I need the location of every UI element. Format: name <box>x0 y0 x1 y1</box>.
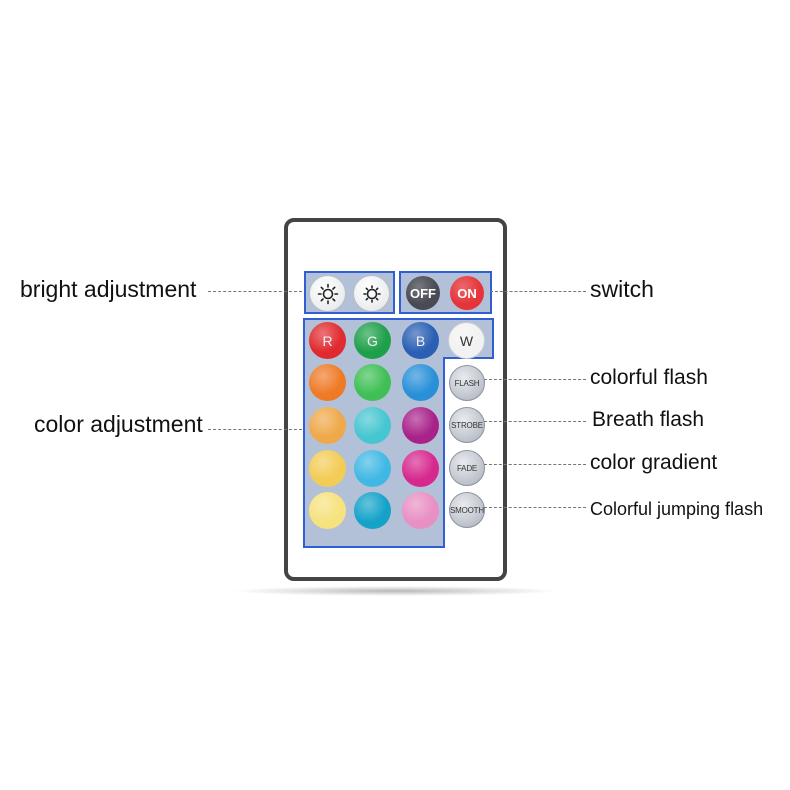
flash-label: FLASH <box>454 378 480 388</box>
blue-button[interactable]: B <box>402 322 439 359</box>
off-label: OFF <box>410 285 436 301</box>
red-button[interactable]: R <box>309 322 346 359</box>
fade-button[interactable]: FADE <box>449 450 485 486</box>
label-bright-adjustment: bright adjustment <box>20 276 197 302</box>
label-breath-flash: Breath flash <box>592 408 705 431</box>
on-button[interactable]: ON <box>450 276 484 310</box>
off-button[interactable]: OFF <box>406 276 440 310</box>
leader-line-color <box>208 429 302 430</box>
green-label: G <box>367 332 378 349</box>
brightness-group <box>304 271 395 314</box>
brightness-down-icon <box>362 284 381 303</box>
smooth-label: SMOOTH <box>450 505 484 515</box>
label-switch: switch <box>590 276 654 302</box>
fade-label: FADE <box>456 463 478 473</box>
color-button-purple[interactable] <box>402 407 439 444</box>
label-color-adjustment: color adjustment <box>34 411 203 437</box>
leader-line-smooth <box>484 507 586 508</box>
strobe-label: STROBE <box>451 420 483 430</box>
brightness-up-icon <box>317 283 338 304</box>
leader-line-bright <box>208 291 302 292</box>
blue-label: B <box>415 332 426 349</box>
smooth-button[interactable]: SMOOTH <box>449 492 485 528</box>
label-colorful-flash: colorful flash <box>590 366 708 389</box>
green-button[interactable]: G <box>354 322 391 359</box>
color-button-light-yellow[interactable] <box>309 492 346 529</box>
color-button-light-blue[interactable] <box>354 450 391 487</box>
flash-button[interactable]: FLASH <box>449 365 485 401</box>
brightness-up-button[interactable] <box>309 275 346 312</box>
color-group-outline <box>303 318 494 548</box>
strobe-button[interactable]: STROBE <box>449 407 485 443</box>
color-button-cyan[interactable] <box>354 407 391 444</box>
remote-shadow <box>230 586 560 596</box>
switch-group: OFF ON <box>399 271 492 314</box>
red-label: R <box>322 332 333 349</box>
label-color-gradient: color gradient <box>590 451 718 474</box>
white-button[interactable]: W <box>448 322 485 359</box>
brightness-down-button[interactable] <box>353 275 390 312</box>
label-colorful-jumping-flash: Colorful jumping flash <box>590 499 764 519</box>
leader-line-flash <box>484 379 586 380</box>
leader-line-switch <box>490 291 586 292</box>
color-button-light-orange[interactable] <box>309 407 346 444</box>
color-button-pink[interactable] <box>402 492 439 529</box>
color-button-teal[interactable] <box>354 492 391 529</box>
color-button-magenta[interactable] <box>402 450 439 487</box>
leader-line-fade <box>484 464 586 465</box>
remote-control-body: OFF ON R G B W FLASH STROBE FADE SMOOTH <box>284 218 507 581</box>
white-label: W <box>459 332 474 349</box>
color-button-orange[interactable] <box>309 364 346 401</box>
leader-line-strobe <box>484 421 586 422</box>
on-label: ON <box>457 285 477 301</box>
color-button-sky-blue[interactable] <box>402 364 439 401</box>
color-button-light-green[interactable] <box>354 364 391 401</box>
color-button-yellow[interactable] <box>309 450 346 487</box>
